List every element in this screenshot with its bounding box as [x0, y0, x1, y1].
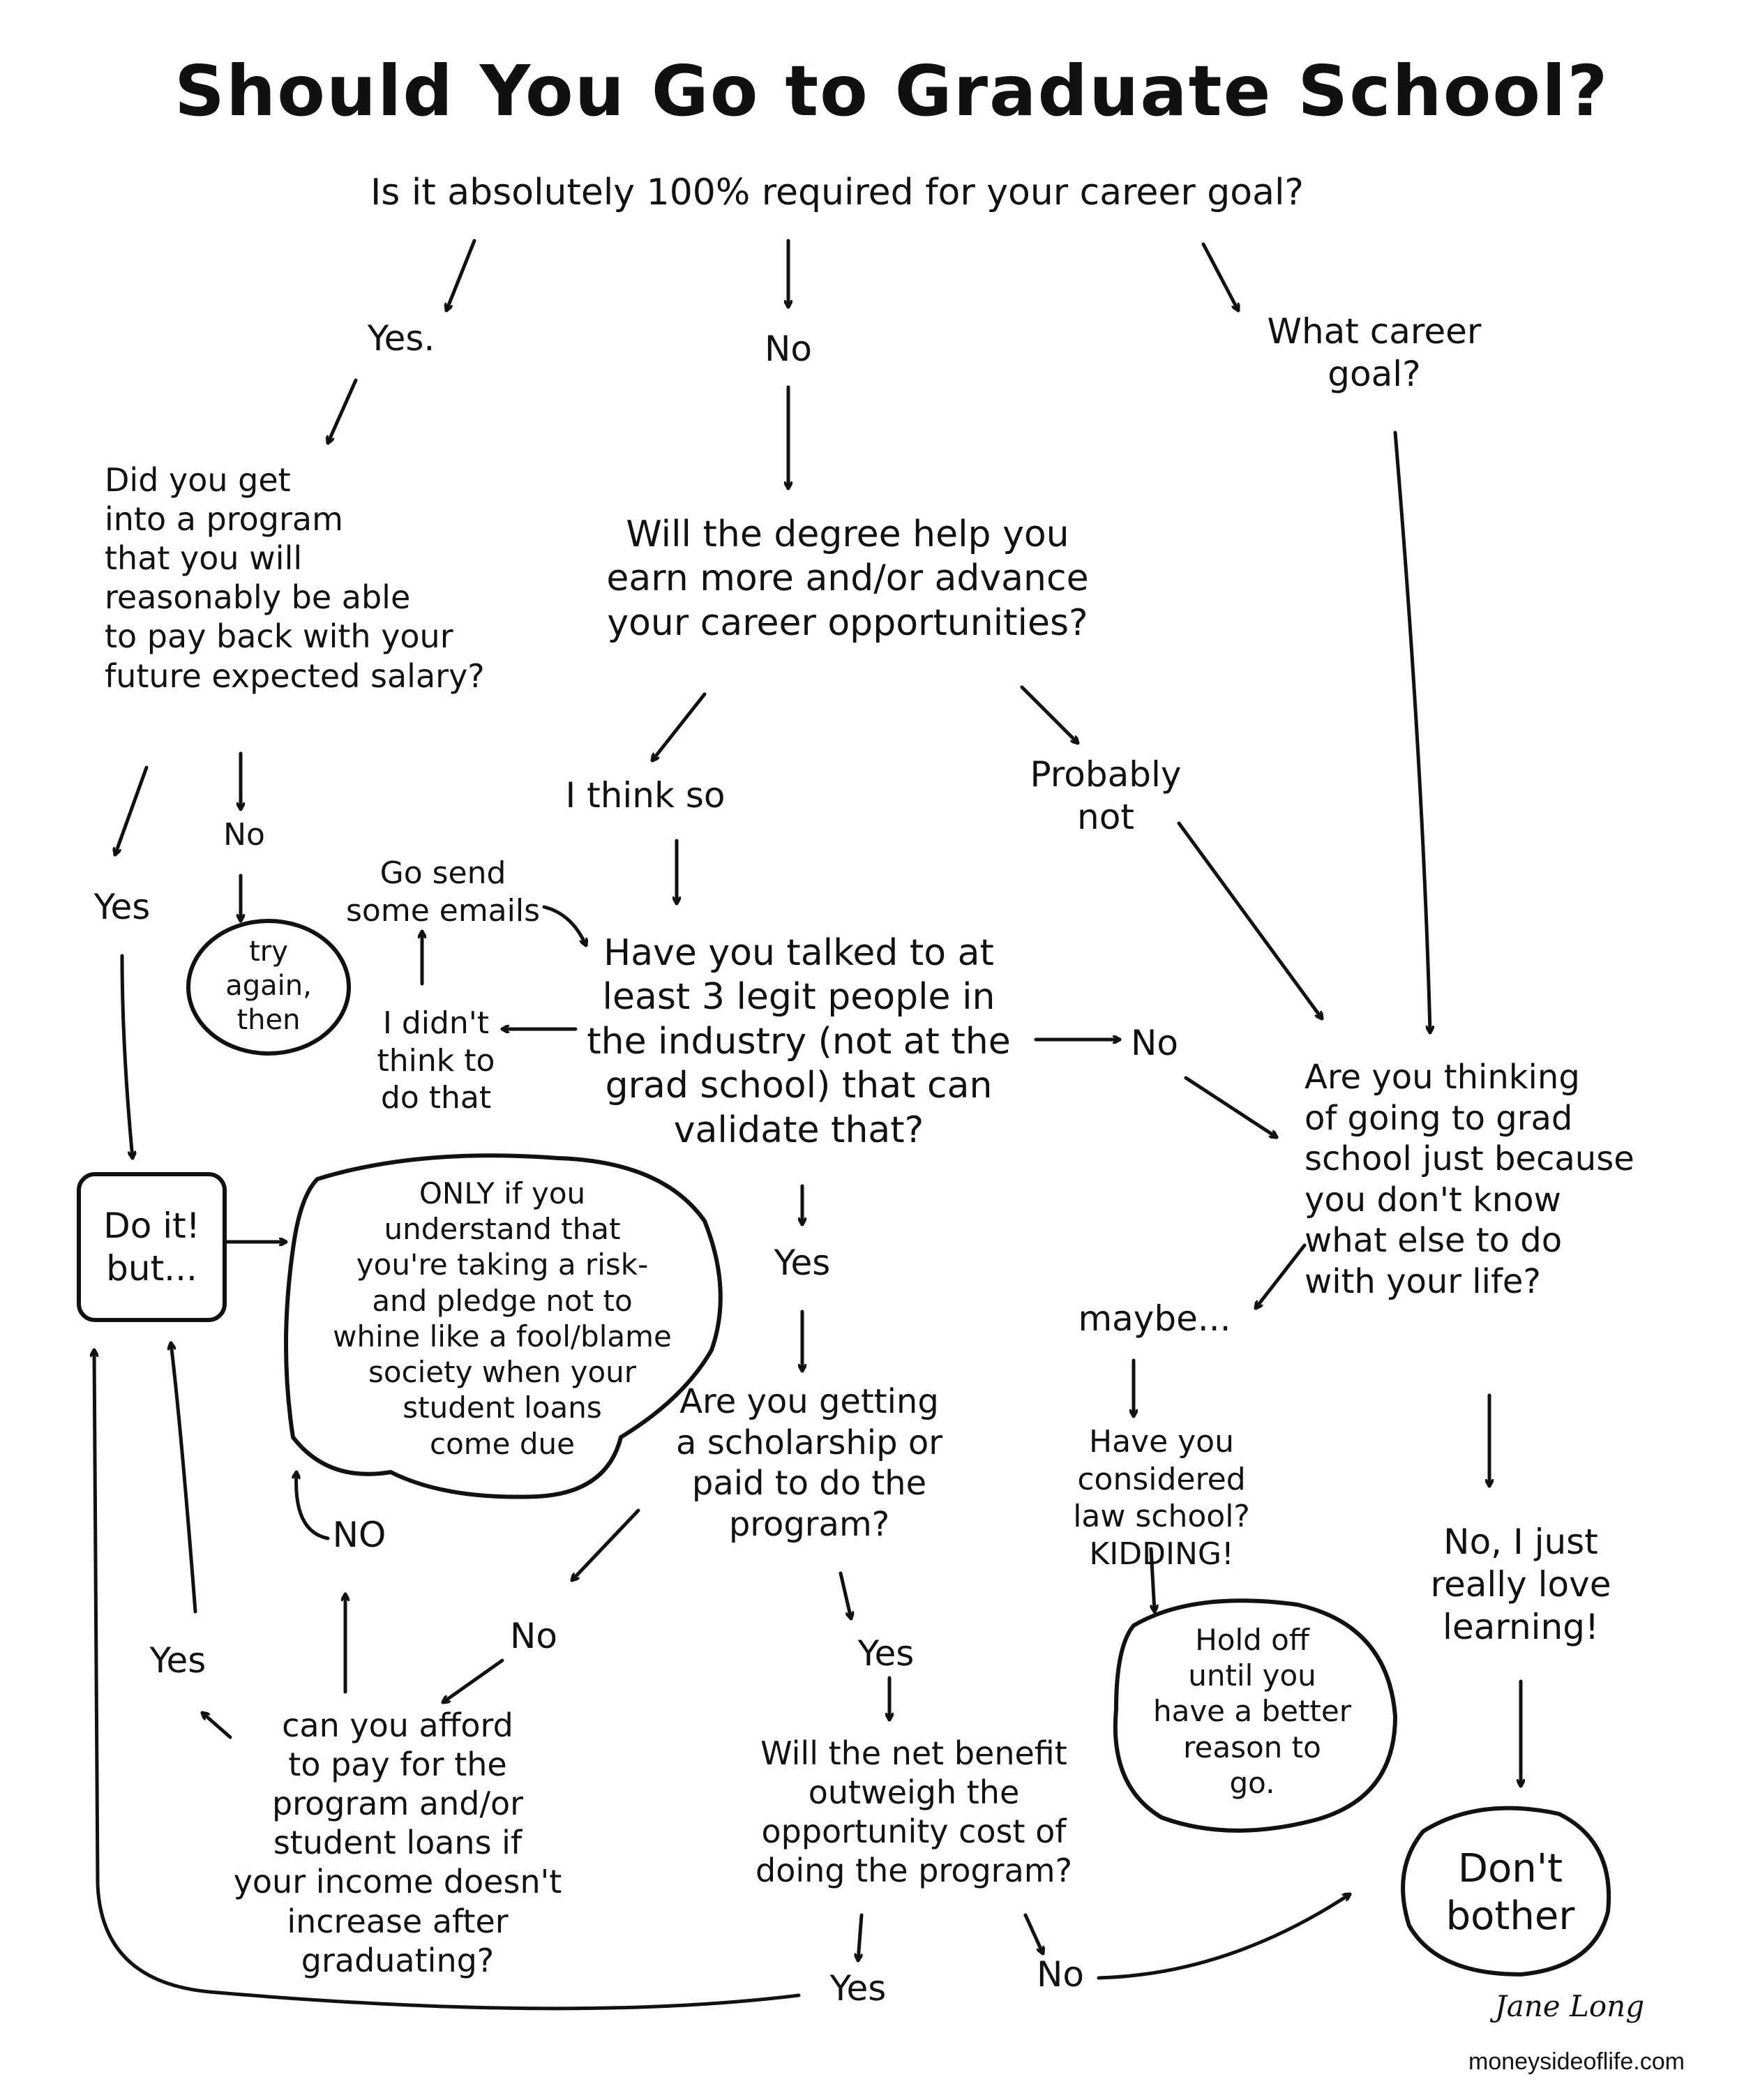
arrow-no-to-thinking: [1184, 1076, 1277, 1137]
arrow-NO-to-onlyif: [296, 1470, 330, 1540]
node-degree-question: Will the degree help you earn more and/o…: [606, 513, 1089, 644]
arrow-probnot-to-thinking: [1177, 821, 1322, 1019]
hold-off-circle: [1113, 1598, 1398, 1833]
arrow-to-what-goal: [1201, 242, 1238, 310]
arrow-law-to-holdoff: [1149, 1547, 1155, 1614]
node-no-scholarship: No: [510, 1616, 557, 1656]
arrow-gosend-to-talked: [542, 905, 586, 945]
arrow-afford-to-yes: [202, 1713, 232, 1739]
node-go-send-emails: Go send some emails: [345, 855, 541, 929]
node-no-talked: No: [1131, 1023, 1178, 1063]
node-scholarship-question: Are you getting a scholarship or paid to…: [676, 1382, 942, 1544]
arrow-net-to-no: [1023, 1913, 1043, 1953]
node-yes1: Yes.: [367, 318, 435, 359]
node-yes-left: Yes: [93, 887, 151, 927]
arrow-scholarship-to-yes: [839, 1571, 851, 1619]
node-i-think-so: I think so: [565, 775, 726, 816]
arrow-net-to-yes: [858, 1913, 864, 1963]
node-hold-off: Hold off until you have a better reason …: [1152, 1623, 1352, 1800]
arrow-degree-to-probnot: [1020, 685, 1078, 743]
node-dont-bother: Don't bother: [1445, 1846, 1575, 1940]
only-if-cloud: [284, 1153, 723, 1499]
node-talked-question: Have you talked to at least 3 legit peop…: [587, 932, 1011, 1151]
node-program-question: Did you get into a program that you will…: [105, 461, 485, 695]
node-no-net: No: [1037, 1954, 1084, 1995]
author-signature: Jane Long: [1494, 1989, 1645, 2023]
node-try-again: try again, then: [225, 936, 312, 1036]
node-net-benefit-question: Will the net benefit outweigh the opport…: [756, 1734, 1072, 1890]
source-url: moneysideoflife.com: [1468, 2048, 1685, 2075]
page-title: Should You Go to Graduate School?: [174, 50, 1609, 132]
arrow-yes-to-doit: [120, 954, 133, 1158]
node-no-left: No: [223, 817, 265, 853]
node-love-learning: No, I just really love learning!: [1430, 1522, 1611, 1647]
node-only-if: ONLY if you understand that you're takin…: [333, 1176, 672, 1461]
arrow-goal-to-thinking: [1393, 430, 1430, 1035]
arrow-no-to-afford: [443, 1658, 504, 1702]
node-yes-talked: Yes: [774, 1243, 831, 1283]
arrow-scholarship-to-no: [572, 1508, 640, 1580]
arrow-degree-to-thinkso: [652, 692, 707, 760]
try-again-bubble: [186, 919, 351, 1056]
node-do-it: Do it! but...: [103, 1205, 200, 1289]
arrow-program-to-yes: [115, 765, 149, 855]
arrow-yes-to-doit-up: [171, 1343, 197, 1614]
node-afford-question: can you afford to pay for the program an…: [233, 1707, 562, 1979]
dont-bother-circle: [1401, 1806, 1611, 1977]
node-do-it-box: Do it! but...: [77, 1172, 227, 1322]
arrow-to-program: [328, 378, 358, 443]
node-no-afford-loop: NO: [332, 1515, 386, 1555]
node-maybe: maybe...: [1078, 1298, 1231, 1339]
node-required-question: Is it absolutely 100% required for your …: [370, 172, 1305, 213]
node-yes-scholarship: Yes: [857, 1633, 915, 1674]
node-what-career-goal: What career goal?: [1267, 311, 1482, 394]
node-probably-not: Probably not: [1030, 754, 1182, 837]
node-didnt-think: I didn't think to do that: [377, 1005, 495, 1116]
arrow-thinking-to-maybe: [1256, 1243, 1307, 1308]
node-no1: No: [765, 329, 812, 369]
arrow-no-to-dontbother: [1097, 1894, 1350, 1980]
arrow-yes-bottom-to-doit: [94, 1348, 801, 2011]
node-law-school: Have you considered law school? KIDDING!: [1073, 1424, 1250, 1573]
node-thinking-question: Are you thinking of going to grad school…: [1305, 1058, 1634, 1301]
arrow-to-yes1: [446, 239, 476, 310]
node-yes-net: Yes: [829, 1968, 887, 2009]
node-yes-afford: Yes: [149, 1640, 206, 1681]
